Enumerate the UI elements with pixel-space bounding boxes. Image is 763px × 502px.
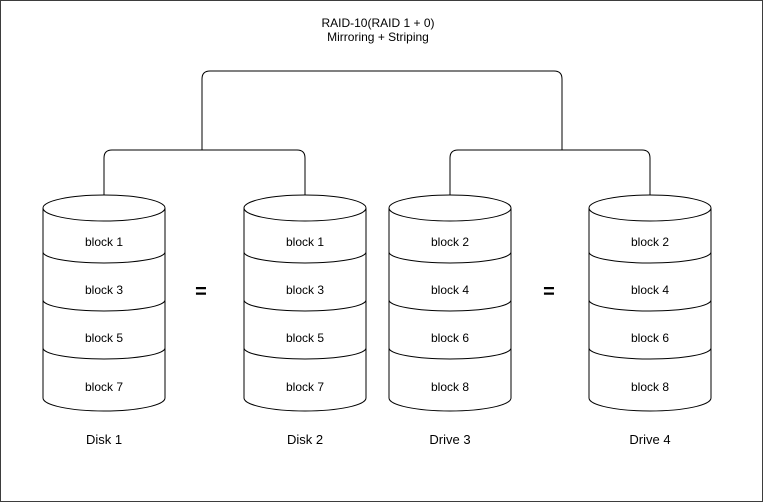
cylinder-body [243, 208, 367, 412]
equals-sign-right-pair: = [543, 281, 555, 303]
block-label: block 8 [631, 380, 669, 394]
mirror-connector-left [103, 149, 306, 195]
block-label: block 2 [431, 235, 469, 249]
cylinder-divider [588, 251, 712, 264]
cylinder-top [388, 194, 512, 222]
cylinder-body [42, 208, 166, 412]
block-label: block 6 [431, 331, 469, 345]
cylinder-divider [243, 251, 367, 264]
cylinder-top [42, 194, 166, 222]
cylinder-divider [588, 347, 712, 360]
diagram-linework [42, 70, 712, 412]
block-label: block 2 [631, 235, 669, 249]
equals-sign-left-pair: = [195, 281, 207, 303]
cylinder-divider [388, 347, 512, 360]
block-label: block 5 [85, 331, 123, 345]
cylinder-divider [388, 251, 512, 264]
block-label: block 8 [431, 380, 469, 394]
block-label: block 7 [85, 380, 123, 394]
block-label: block 3 [85, 283, 123, 297]
drive-3-cylinder [388, 194, 512, 412]
diagram-title-line1: RAID-10(RAID 1 + 0) [321, 16, 434, 30]
disk-label: Drive 4 [629, 432, 670, 447]
block-label: block 6 [631, 331, 669, 345]
cylinder-divider [243, 299, 367, 312]
diagram-text: RAID-10(RAID 1 + 0) Mirroring + Striping… [85, 16, 671, 447]
block-label: block 7 [286, 380, 324, 394]
block-label: block 4 [631, 283, 669, 297]
cylinder-divider [588, 299, 712, 312]
cylinder-divider [243, 347, 367, 360]
cylinder-body [388, 208, 512, 412]
cylinder-divider [42, 299, 166, 312]
block-label: block 3 [286, 283, 324, 297]
block-label: block 1 [85, 235, 123, 249]
disk-label: Drive 3 [429, 432, 470, 447]
mirror-connector-right [449, 149, 651, 195]
disk-label: Disk 2 [287, 432, 323, 447]
cylinder-divider [42, 347, 166, 360]
cylinder-top [588, 194, 712, 222]
block-label: block 1 [286, 235, 324, 249]
cylinder-body [588, 208, 712, 412]
stripe-connector [201, 70, 563, 150]
cylinder-divider [388, 299, 512, 312]
disk-label: Disk 1 [86, 432, 122, 447]
diagram-title-line2: Mirroring + Striping [327, 30, 429, 44]
drive-4-cylinder [588, 194, 712, 412]
disk-1-cylinder [42, 194, 166, 412]
block-label: block 4 [431, 283, 469, 297]
disk-2-cylinder [243, 194, 367, 412]
cylinder-top [243, 194, 367, 222]
cylinder-divider [42, 251, 166, 264]
block-label: block 5 [286, 331, 324, 345]
